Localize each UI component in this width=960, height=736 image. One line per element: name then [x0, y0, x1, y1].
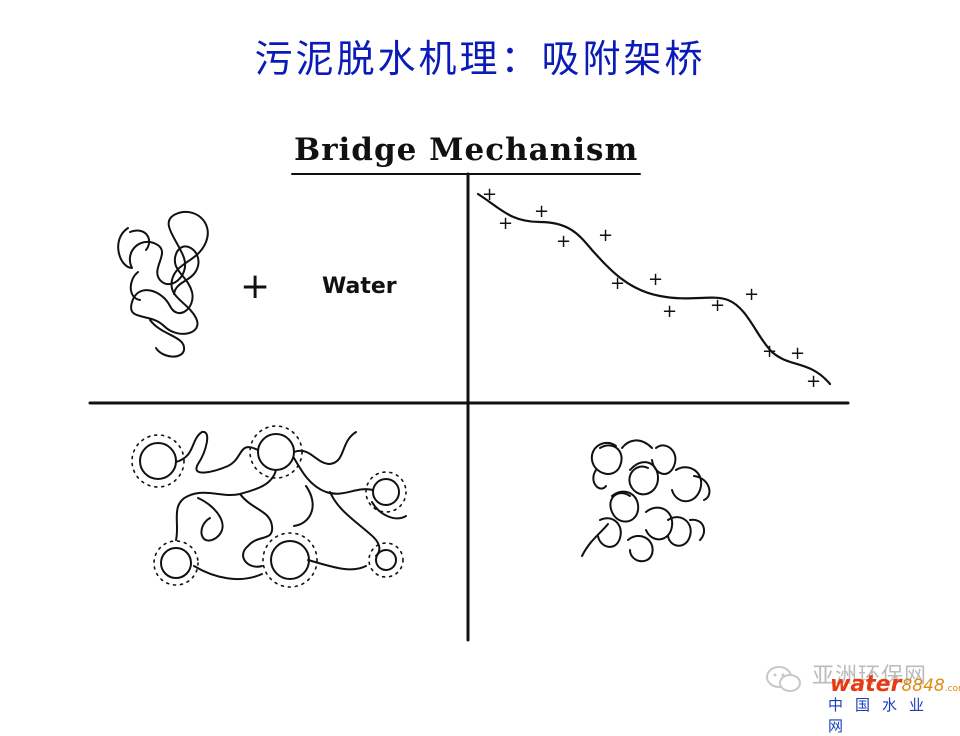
particle — [257, 433, 295, 471]
plus-charge: + — [662, 301, 677, 322]
plus-charge: + — [790, 343, 805, 364]
particle — [160, 547, 192, 579]
bridge-mechanism-diagram: + + + + + + + + + + + + + + — [88, 172, 850, 642]
slide-title: 污泥脱水机理：吸附架桥 — [254, 37, 706, 81]
plus-charge: + — [534, 201, 549, 222]
watermark-logo-number: 8848 — [901, 676, 945, 696]
watermark-brand-line: 亚洲环保网 — [812, 664, 928, 689]
flocculated-aggregate — [581, 439, 711, 563]
wechat-icon — [766, 666, 801, 692]
watermark-logo-text: water — [830, 672, 902, 697]
plus-charge: + — [556, 231, 571, 252]
plus-charge: + — [598, 225, 613, 246]
plus-charge: + — [806, 371, 821, 392]
plus-charge: + — [498, 213, 513, 234]
particle — [375, 549, 397, 571]
water-label: Water — [322, 274, 397, 299]
extended-polymer-chain — [476, 192, 832, 386]
plus-charge: + — [482, 184, 497, 205]
plus-charge: + — [762, 341, 777, 362]
plus-sign: + — [240, 266, 270, 307]
particle — [139, 442, 177, 480]
watermark-logo-com: .com — [944, 684, 960, 694]
plus-charge: + — [744, 284, 759, 305]
plus-charge: + — [648, 269, 663, 290]
positive-charges: + + + + + + + + + + + + + — [482, 184, 821, 392]
plus-charge: + — [710, 295, 725, 316]
particle — [372, 478, 400, 506]
bridging-polymer — [175, 430, 407, 581]
watermark-subtitle: 中国水业网 — [828, 696, 937, 735]
particle-charge-halos — [131, 425, 407, 588]
diagram-title: Bridge Mechanism — [294, 132, 639, 168]
coiled-polymer — [117, 211, 209, 358]
plus-charge: + — [610, 273, 625, 294]
particle — [270, 540, 310, 580]
watermark-logo: water8848.com — [830, 672, 960, 697]
